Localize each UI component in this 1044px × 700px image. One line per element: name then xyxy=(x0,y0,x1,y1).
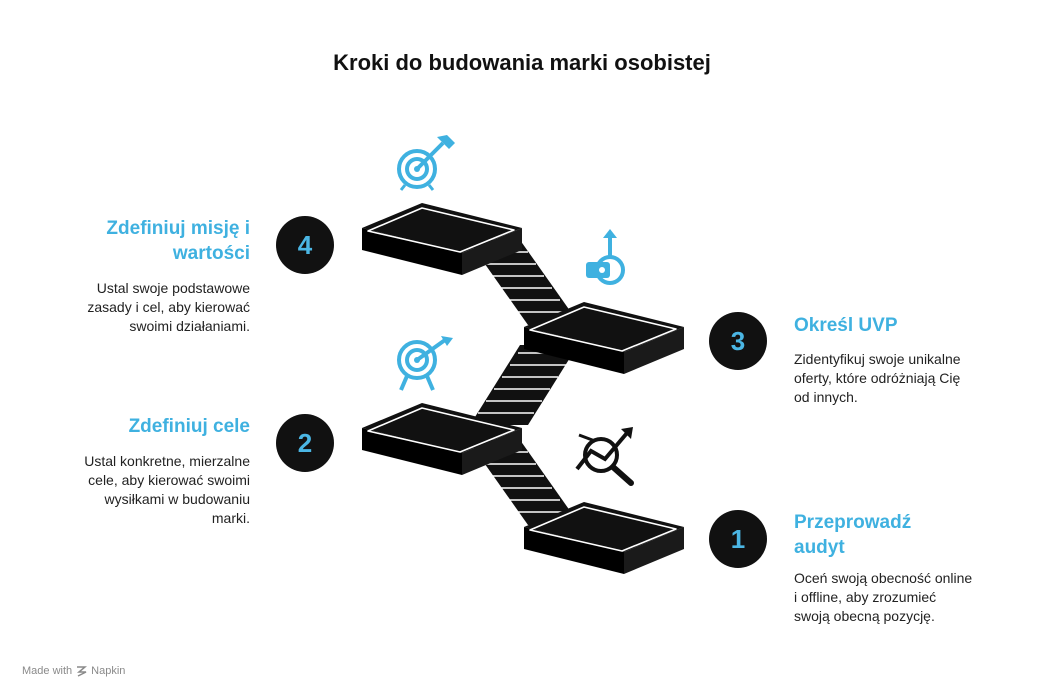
page-title: Kroki do budowania marki osobistej xyxy=(333,50,711,75)
step-1-heading: Przeprowadź audyt xyxy=(794,512,912,558)
target-arrow-icon xyxy=(397,336,453,391)
step-3-badge: 3 xyxy=(709,312,767,370)
unique-offer-icon xyxy=(586,229,625,285)
footer-attribution: Made with Napkin xyxy=(22,665,125,677)
step-2-heading: Zdefiniuj cele xyxy=(128,416,250,437)
chart-analysis-icon xyxy=(575,427,634,486)
step-4-heading: Zdefiniuj misję i wartości xyxy=(106,218,250,264)
step-3-heading: Określ UVP xyxy=(794,315,898,336)
target-dart-icon xyxy=(397,135,455,191)
footer-brand[interactable]: Napkin xyxy=(91,665,126,677)
step-2-badge: 2 xyxy=(276,414,334,472)
footer-prefix: Made with xyxy=(22,665,73,677)
step-3-description: Zidentyfikuj swoje unikalne oferty, któr… xyxy=(794,351,961,405)
step-4-description: Ustal swoje podstawowe zasady i cel, aby… xyxy=(87,280,250,334)
step-1-description: Oceń swoją obecność online i offline, ab… xyxy=(794,570,973,624)
napkin-logo-icon xyxy=(77,665,88,677)
step-1-badge: 1 xyxy=(709,510,767,568)
step-4-badge: 4 xyxy=(276,216,334,274)
step-2-description: Ustal konkretne, mierzalne cele, aby kie… xyxy=(84,453,250,526)
